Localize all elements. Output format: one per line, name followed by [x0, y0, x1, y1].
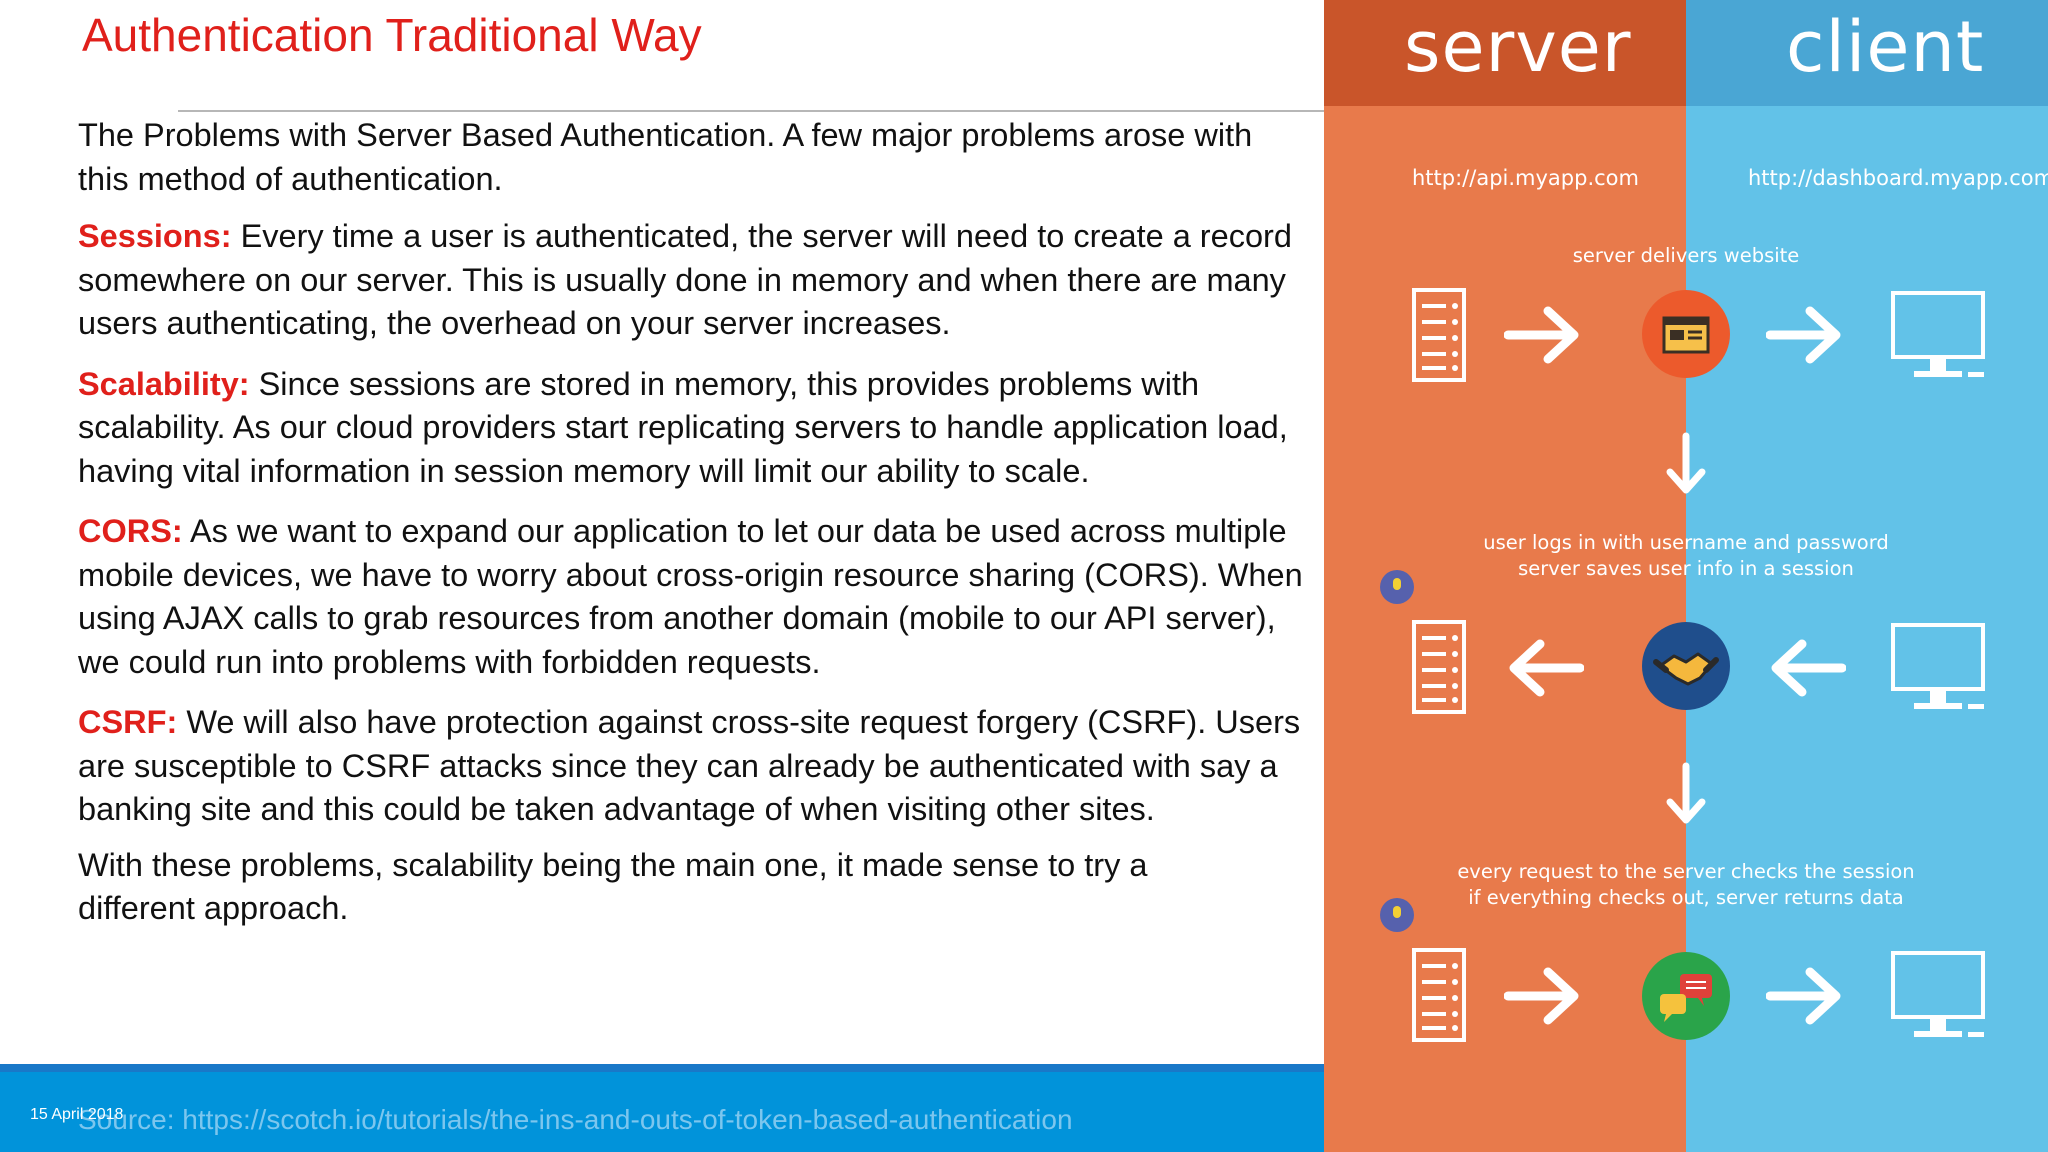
scalability-text: Since sessions are stored in memory, thi… [78, 365, 1288, 489]
map-pin-icon [1380, 898, 1414, 932]
scalability-label: Scalability: [78, 365, 250, 402]
step2-caption: user logs in with username and password … [1324, 530, 2048, 582]
server-heading: server [1404, 6, 1632, 88]
title-divider [178, 110, 1324, 112]
scalability-paragraph: Scalability: Since sessions are stored i… [78, 363, 1303, 494]
arrow-right-icon [1504, 306, 1579, 364]
source-link[interactable]: Source: https://scotch.io/tutorials/the-… [78, 1104, 1073, 1135]
step2-caption-line2: server saves user info in a session [1518, 557, 1854, 580]
arrow-down-icon [1666, 432, 1706, 494]
sessions-paragraph: Sessions: Every time a user is authentic… [78, 215, 1303, 346]
cors-paragraph: CORS: As we want to expand our applicati… [78, 510, 1303, 684]
server-header [1324, 0, 1686, 106]
slide-title: Authentication Traditional Way [82, 9, 702, 61]
intro-paragraph: The Problems with Server Based Authentic… [78, 117, 1253, 197]
client-header [1686, 0, 2048, 106]
map-pin-icon [1380, 570, 1414, 604]
arrow-right-icon [1504, 967, 1579, 1025]
client-column [1686, 0, 2048, 1152]
step3-caption-line2: if everything checks out, server returns… [1468, 886, 1904, 909]
footer-divider [0, 1064, 1324, 1072]
server-icon [1412, 948, 1466, 1042]
cors-text: As we want to expand our application to … [78, 513, 1303, 680]
server-client-diagram: server client http://api.myapp.com http:… [1324, 0, 2048, 1152]
csrf-paragraph: CSRF: We will also have protection again… [78, 701, 1303, 832]
sessions-text: Every time a user is authenticated, the … [78, 218, 1292, 341]
step1-caption: server delivers website [1572, 244, 1800, 267]
chat-icon [1642, 952, 1730, 1040]
monitor-icon [1891, 951, 1985, 1037]
client-url: http://dashboard.myapp.com [1748, 166, 2048, 190]
server-icon [1412, 288, 1466, 382]
website-icon [1642, 290, 1730, 378]
step3-caption: every request to the server checks the s… [1324, 859, 2048, 911]
arrow-left-icon [1771, 639, 1846, 697]
sessions-label: Sessions: [78, 218, 232, 254]
conclusion-paragraph: With these problems, scalability being t… [78, 846, 1148, 927]
monitor-icon [1891, 291, 1985, 377]
server-icon [1412, 620, 1466, 714]
csrf-label: CSRF: [78, 704, 178, 740]
arrow-down-icon [1666, 762, 1706, 824]
slide-body: The Problems with Server Based Authentic… [78, 114, 1303, 931]
footer-date: 15 April 2018 [30, 1106, 124, 1123]
step3-caption-line1: every request to the server checks the s… [1457, 860, 1915, 883]
csrf-text: We will also have protection against cro… [78, 704, 1301, 827]
client-heading: client [1786, 6, 1985, 88]
monitor-icon [1891, 623, 1985, 709]
step2-caption-line1: user logs in with username and password [1483, 531, 1889, 554]
arrow-left-icon [1509, 639, 1584, 697]
handshake-icon [1642, 622, 1730, 710]
arrow-right-icon [1766, 306, 1841, 364]
cors-label: CORS: [78, 513, 183, 549]
server-url: http://api.myapp.com [1412, 166, 1639, 190]
footer-bar [0, 1064, 1324, 1152]
arrow-right-icon [1766, 967, 1841, 1025]
